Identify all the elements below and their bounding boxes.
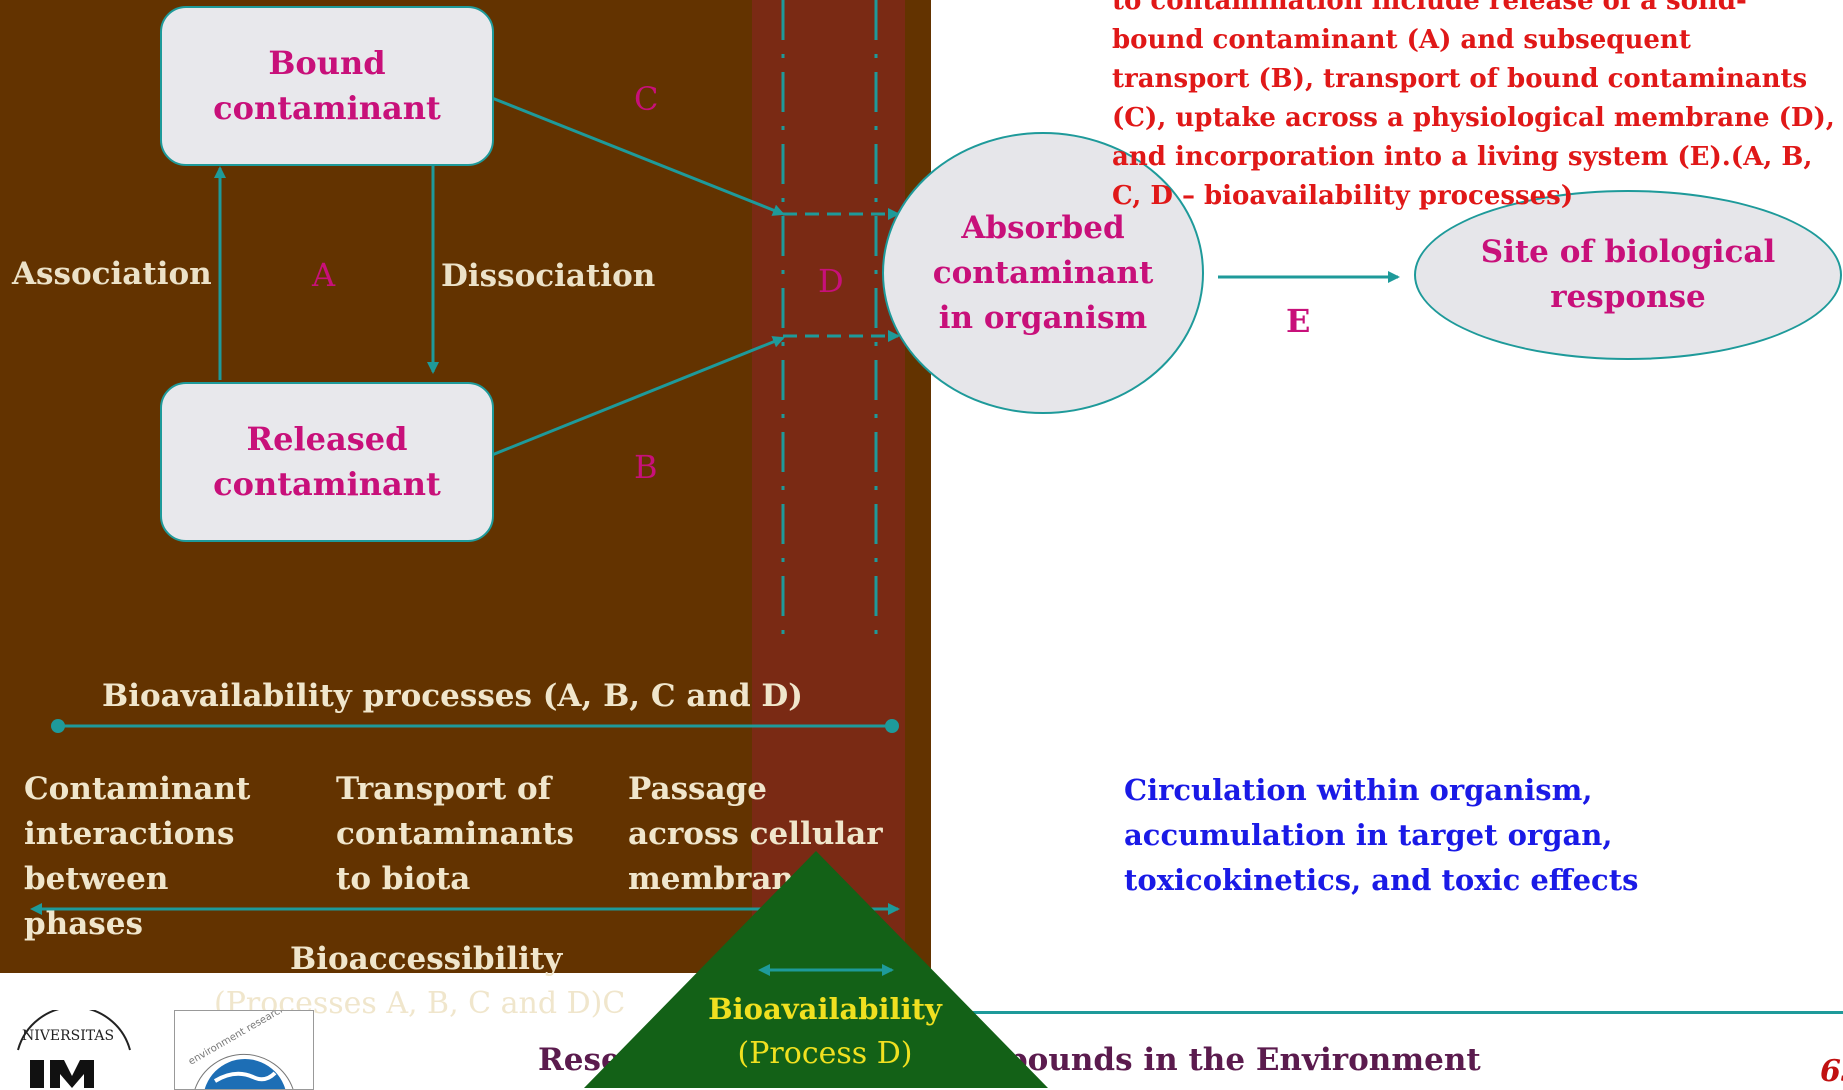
bioavailability-processes-label: Bioavailability processes (A, B, C and D… <box>102 678 803 714</box>
processes-bar-start <box>51 719 65 733</box>
circulation-text: Circulation within organism, accumulatio… <box>1124 773 1639 897</box>
absorbed-contaminant-ellipse: Absorbed contaminant in organism <box>882 132 1204 414</box>
column-transport: Transport of contaminants to biota <box>336 771 575 897</box>
released-contaminant-label: Released contaminant <box>213 420 441 503</box>
bound-contaminant-box: Bound contaminant <box>160 6 494 166</box>
process-b-label: B <box>634 448 658 486</box>
released-contaminant-box: Released contaminant <box>160 382 494 542</box>
column-passage: Passage across cellular membrane <box>628 771 883 897</box>
bioavailability-subtitle: (Process D) <box>737 1036 913 1071</box>
biological-response-label: Site of biological response <box>1480 234 1776 315</box>
page-number: 63 <box>1820 1054 1843 1089</box>
svg-text:environment research: environment research <box>187 1011 288 1068</box>
process-c-label: C <box>634 80 659 118</box>
processes-bar-end <box>885 719 899 733</box>
process-e-label: E <box>1286 302 1311 340</box>
bioavailability-title: Bioavailability <box>708 992 942 1026</box>
dissociation-label: Dissociation <box>441 258 656 294</box>
svg-text:NIVERSITAS: NIVERSITAS <box>22 1028 114 1044</box>
process-a-label: A <box>312 256 336 294</box>
footer-rule <box>931 1011 1843 1014</box>
university-logo: NIVERSITAS <box>0 1010 150 1088</box>
process-d-label: D <box>818 262 844 300</box>
transport-c-arrow <box>491 96 785 216</box>
bioaccessibility-title: Bioaccessibility <box>290 941 563 977</box>
recetox-logo: environment research <box>174 1010 314 1090</box>
bound-contaminant-label: Bound contaminant <box>213 44 441 127</box>
transport-b-arrow <box>491 336 785 457</box>
footer-text-right: pounds in the Environment <box>1006 1042 1481 1078</box>
process-description: to contamination include release of a so… <box>1112 0 1835 211</box>
column-interactions: Contaminant interactions between phases <box>24 771 251 942</box>
association-label: Association <box>12 256 212 292</box>
absorbed-contaminant-label: Absorbed contaminant in organism <box>932 209 1154 336</box>
biological-response-ellipse: Site of biological response <box>1414 190 1842 360</box>
